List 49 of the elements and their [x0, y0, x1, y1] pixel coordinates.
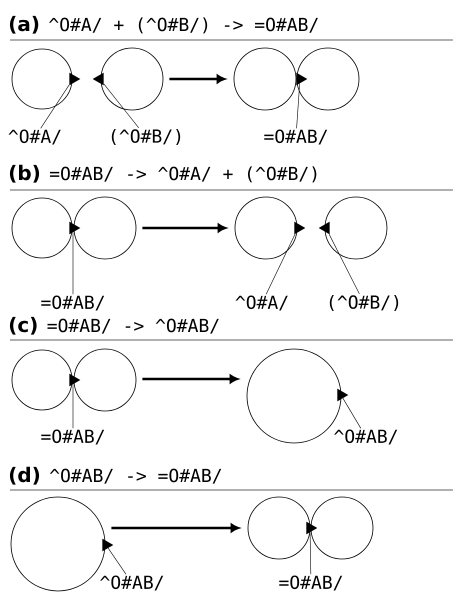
- reaction-heading: ^O#AB/ -> =O#AB/: [50, 468, 222, 484]
- reaction-heading: =O#AB/ -> ^O#AB/: [48, 318, 219, 334]
- leader-line: [108, 548, 126, 575]
- site-label: ^O#A/: [236, 296, 288, 311]
- circle: [74, 196, 136, 260]
- circle: [296, 48, 360, 110]
- leader-line: [104, 84, 139, 128]
- reaction-heading: ^O#A/ + (^O#B/) -> =O#AB/: [49, 17, 318, 34]
- triangle-marker: [69, 72, 80, 86]
- site-label: =O#AB/: [41, 296, 104, 311]
- site-label: ^O#AB/: [334, 429, 398, 445]
- leader-line: [266, 234, 296, 295]
- panel-letter: (c): [10, 316, 37, 335]
- arrow: [142, 224, 226, 232]
- site-label: ^O#A/: [8, 130, 61, 145]
- triangle-marker: [69, 222, 80, 234]
- triangle-marker: [69, 374, 80, 386]
- reaction-heading: =O#AB/ -> ^O#A/ + (^O#B/): [50, 166, 316, 182]
- circle: [248, 496, 310, 560]
- panel-letter: (b): [10, 164, 40, 183]
- circle: [324, 196, 388, 260]
- site-label: =O#AB/: [279, 575, 342, 591]
- site-label: =O#AB/: [41, 429, 104, 445]
- site-label: (^O#B/): [112, 129, 180, 146]
- circle: [12, 198, 72, 258]
- circle: [12, 350, 72, 410]
- site-label: =O#AB/: [264, 130, 328, 145]
- arrow: [169, 74, 226, 84]
- arrow: [111, 524, 240, 532]
- circle: [234, 48, 296, 110]
- circle: [310, 496, 374, 560]
- panel-letter: (a): [10, 16, 38, 34]
- site-label: (^O#B/): [330, 294, 398, 312]
- leader-line: [328, 234, 360, 294]
- triangle-marker: [337, 388, 348, 402]
- triangle-marker: [294, 222, 306, 234]
- triangle-marker: [318, 222, 330, 234]
- circle: [74, 348, 136, 412]
- arrow: [142, 374, 238, 384]
- panel-letter: (d): [10, 466, 40, 485]
- triangle-marker: [102, 538, 114, 552]
- circle: [100, 48, 164, 110]
- circle: [234, 196, 298, 260]
- circle: [12, 48, 72, 110]
- leader-line: [40, 84, 70, 129]
- leader-line: [342, 398, 362, 429]
- site-label: ^O#AB/: [100, 575, 164, 591]
- triangle-marker: [92, 72, 104, 86]
- triangle-marker: [306, 522, 318, 534]
